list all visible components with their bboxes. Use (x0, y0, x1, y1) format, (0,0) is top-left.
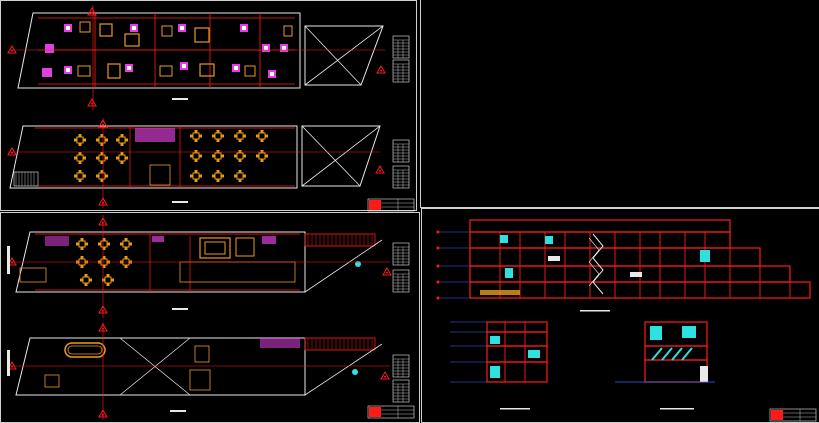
section-long (436, 219, 811, 312)
floor-plan-2 (7, 118, 415, 212)
blank-sheet[interactable] (420, 0, 819, 208)
section-b (615, 321, 715, 410)
floor-plan-1 (7, 5, 410, 110)
floor-plan-3 (7, 215, 410, 318)
title-block-icon (769, 408, 817, 422)
section-a (450, 321, 548, 410)
plan-sheet-top[interactable] (0, 0, 417, 211)
floor-plan-4 (7, 322, 415, 420)
